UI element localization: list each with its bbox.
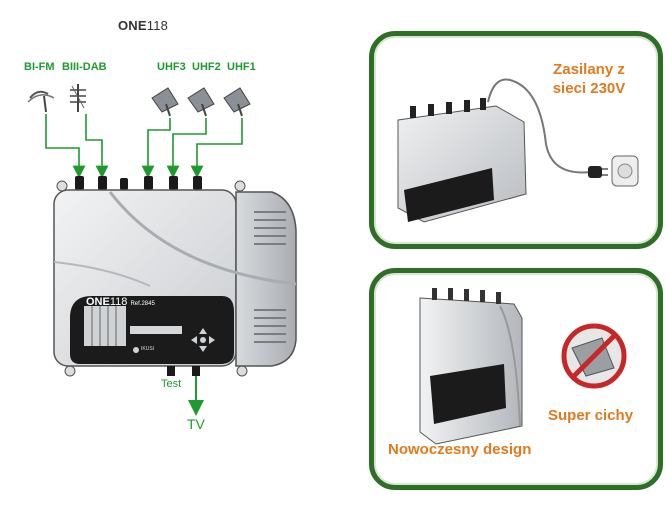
diagram-title: ONE118 xyxy=(118,18,168,33)
signal-lines xyxy=(45,114,243,179)
no-fan-icon xyxy=(561,323,627,389)
device-brand: IKUSI xyxy=(141,346,155,352)
device-logo-bold: ONE xyxy=(86,296,110,308)
power-caption: Zasilany z sieci 230V xyxy=(538,60,640,98)
fm-antenna-icon xyxy=(27,90,55,113)
device-logo: ONE118 Ref.2845 xyxy=(86,296,155,308)
label-uhf3: UHF3 xyxy=(157,61,186,73)
panel-switch-block xyxy=(84,306,126,346)
design-caption: Nowoczesny design xyxy=(388,441,532,458)
device-logo-rest: 118 xyxy=(109,296,128,308)
dab-antenna-icon xyxy=(70,84,86,112)
label-biii-dab: BIII-DAB xyxy=(62,61,107,73)
device-ref: Ref.2845 xyxy=(130,301,155,307)
label-tv: TV xyxy=(187,416,205,432)
uhf2-antenna-icon xyxy=(187,87,215,117)
tall-amplifier-icon xyxy=(419,288,523,445)
power-caption-line1: Zasilany z xyxy=(553,61,625,78)
wall-socket-icon xyxy=(611,155,639,187)
label-bi-fm: BI-FM xyxy=(24,61,55,73)
heat-sink-fins xyxy=(254,211,286,343)
uhf1-antenna-icon xyxy=(223,87,251,117)
label-uhf2: UHF2 xyxy=(192,61,221,73)
label-uhf1: UHF1 xyxy=(227,61,256,73)
label-test: Test xyxy=(161,378,182,390)
amplifier-diagram xyxy=(27,84,297,416)
mounting-screws xyxy=(56,180,248,377)
power-cable xyxy=(487,78,591,174)
test-connector xyxy=(167,366,175,376)
tv-connector xyxy=(192,366,200,376)
small-amplifier-icon xyxy=(397,98,527,223)
power-caption-line2: sieci 230V xyxy=(552,80,626,97)
uhf3-antenna-icon xyxy=(151,87,179,117)
panel-display xyxy=(130,326,182,334)
silent-caption: Super cichy xyxy=(548,407,634,424)
title-rest: 118 xyxy=(146,18,169,33)
title-bold: ONE xyxy=(118,18,147,33)
input-connectors xyxy=(75,176,202,190)
power-illustration xyxy=(397,78,639,223)
navigation-buttons-icon xyxy=(191,328,215,352)
design-illustration xyxy=(419,288,627,445)
power-plug-icon xyxy=(588,166,608,178)
